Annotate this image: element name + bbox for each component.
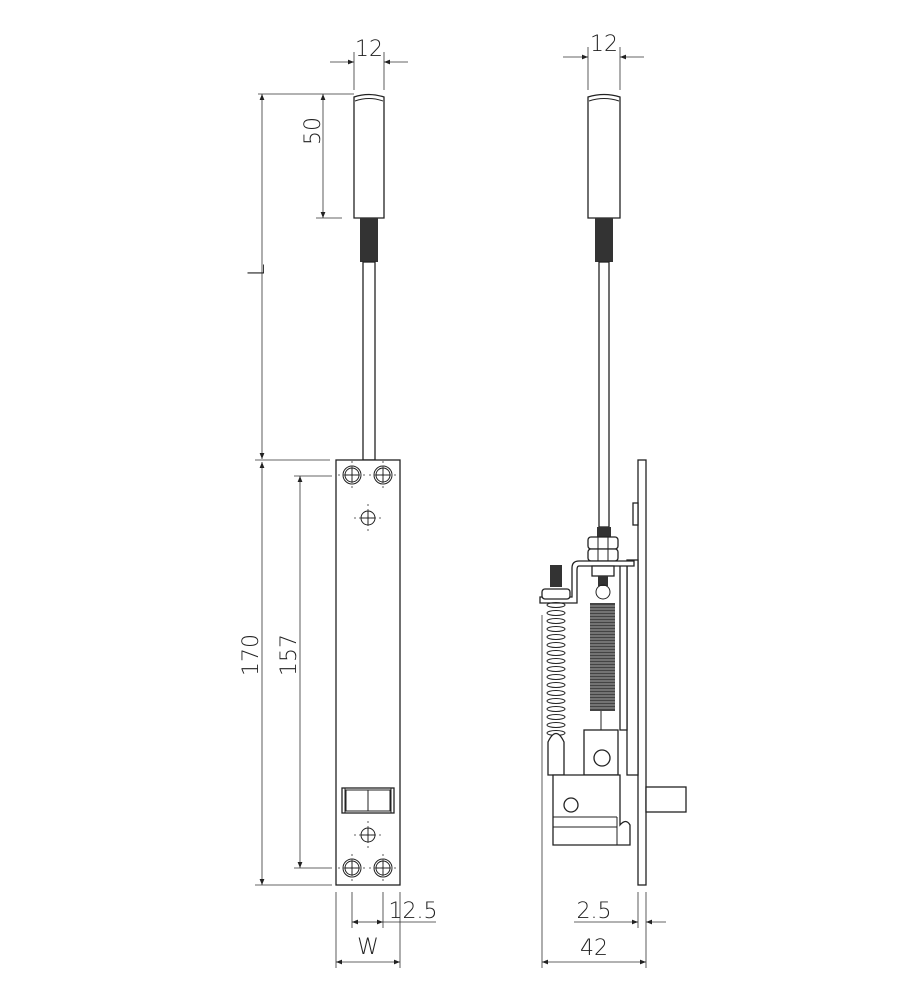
dim-hole-offset: 12.5 [335, 892, 438, 968]
bolt-pin [645, 786, 687, 813]
dim-label: 12.5 [389, 899, 438, 924]
screw-holes [338, 461, 397, 882]
dim-label: L [245, 264, 270, 276]
latch-block [552, 729, 631, 846]
dim-label: 2.5 [577, 899, 612, 924]
dim-label: 157 [277, 634, 302, 676]
dim-label: 12 [355, 37, 383, 62]
dim-plate-thickness: 2.5 [574, 892, 666, 968]
dim-sleeve-width: 12 [330, 37, 408, 90]
rod [598, 261, 610, 528]
latch-slot [341, 787, 395, 814]
front-view: 12 50 L 170 157 [239, 37, 437, 968]
screw-hole-icon [354, 821, 382, 849]
dim-rod-length: L [245, 94, 330, 461]
dim-hole-spacing: 157 [277, 475, 332, 869]
screw-hole-icon [354, 504, 382, 532]
dim-plate-length: 170 [239, 462, 332, 886]
mounting-plate [637, 459, 647, 886]
screw-hole-icon [338, 854, 366, 882]
threaded-end [595, 218, 613, 262]
dim-label: 42 [580, 936, 608, 961]
compression-spring [546, 602, 566, 736]
threaded-end [360, 218, 378, 262]
rod-nuts [587, 536, 619, 562]
dim-total-depth: 42 [541, 870, 646, 968]
sleeve [587, 93, 621, 219]
screw-hole-icon [369, 461, 397, 489]
rod [362, 261, 376, 461]
dim-label: 170 [239, 634, 264, 676]
sleeve [353, 93, 385, 219]
screw-hole-icon [369, 854, 397, 882]
dim-plate-width: W [336, 935, 400, 965]
side-view: 12 2.5 42 [539, 32, 687, 968]
dim-sleeve-length: 50 [258, 93, 354, 219]
dim-label: 12 [590, 32, 618, 57]
dim-label: 50 [301, 117, 326, 145]
dim-label: W [357, 935, 379, 960]
screw-hole-icon [338, 461, 366, 489]
dim-sleeve-width: 12 [563, 32, 644, 90]
